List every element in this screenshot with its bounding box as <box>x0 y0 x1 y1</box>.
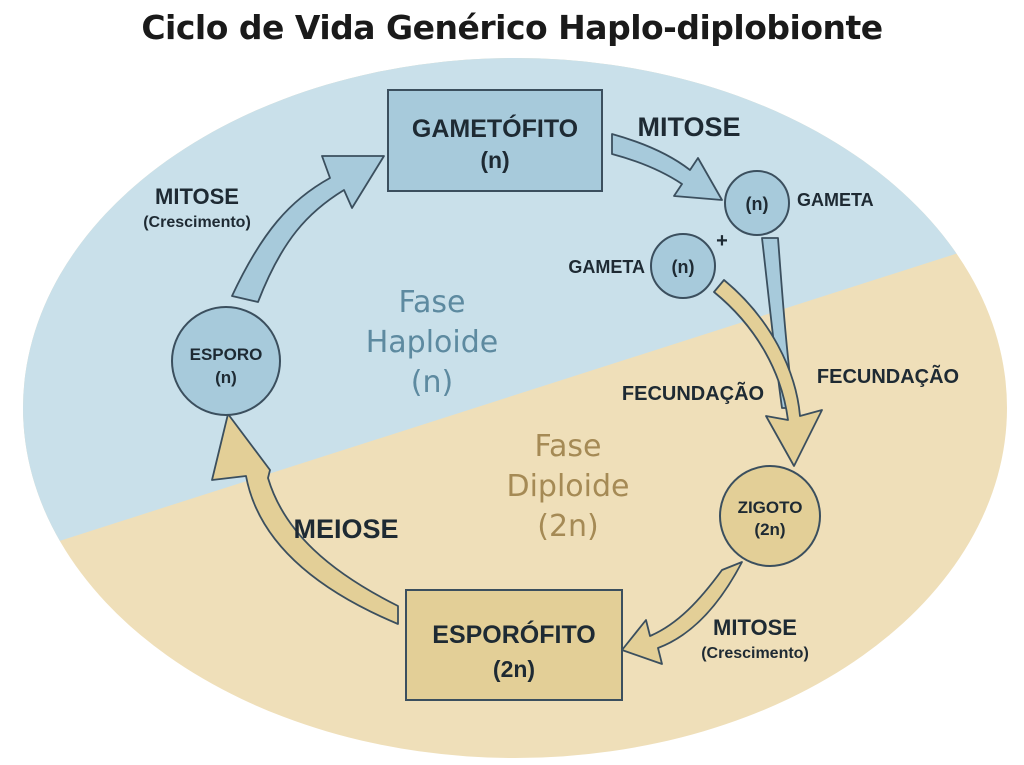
gameta-2-label: GAMETA <box>568 257 645 277</box>
zigoto-ploidy: (2n) <box>754 520 785 539</box>
svg-text:(n): (n) <box>411 365 453 400</box>
esporo-label: ESPORO <box>190 345 263 364</box>
haploid-region <box>23 58 1007 560</box>
arrow-esporo-to-gametofito <box>231 155 385 303</box>
fecundacao-label-1: FECUNDAÇÃO <box>622 382 764 405</box>
mitose-zigoto-label: MITOSE <box>713 615 797 640</box>
gametofito-label: GAMETÓFITO <box>412 113 578 143</box>
gameta-node-1: (n) GAMETA <box>724 170 874 236</box>
gameta-node-2: (n) GAMETA <box>568 233 716 299</box>
esporofito-label: ESPORÓFITO <box>432 619 595 649</box>
fecundacao-label-2: FECUNDAÇÃO <box>817 365 959 388</box>
haploid-phase-label: Fase Haploide (n) <box>366 285 499 400</box>
esporo-node: ESPORO (n) <box>171 306 281 416</box>
svg-text:Fase: Fase <box>535 429 602 464</box>
esporofito-ploidy: (2n) <box>493 656 535 682</box>
svg-text:Diploide: Diploide <box>506 469 629 504</box>
zigoto-label: ZIGOTO <box>738 498 803 517</box>
arrow-esporofito-to-esporo <box>211 413 399 625</box>
gametofito-ploidy: (n) <box>480 147 509 173</box>
arrow-gametofito-to-gameta <box>611 133 723 201</box>
plus-sign: + <box>716 230 728 252</box>
gameta-1-ploidy: (n) <box>746 194 769 214</box>
svg-text:Fase: Fase <box>399 285 466 320</box>
gameta-1-label: GAMETA <box>797 190 874 210</box>
diagram-title: Ciclo de Vida Genérico Haplo-diplobionte <box>141 8 883 47</box>
gameta-2-ploidy: (n) <box>672 257 695 277</box>
diploid-phase-label: Fase Diploide (2n) <box>506 429 629 544</box>
svg-text:Haploide: Haploide <box>366 325 499 360</box>
svg-text:(2n): (2n) <box>537 509 599 544</box>
esporofito-node: ESPORÓFITO (2n) <box>405 589 623 701</box>
gametofito-node: GAMETÓFITO (n) <box>387 89 603 192</box>
mitose-gametofito-label: MITOSE <box>637 112 740 142</box>
esporo-ploidy: (n) <box>215 368 237 387</box>
arrow-fecundacao-to-zigoto <box>713 279 823 467</box>
mitose-esporo-sub: (Crescimento) <box>143 214 251 231</box>
mitose-zigoto-sub: (Crescimento) <box>701 645 809 662</box>
mitose-esporo-label: MITOSE <box>155 184 239 209</box>
zigoto-node: ZIGOTO (2n) <box>719 465 821 567</box>
meiose-label: MEIOSE <box>293 514 398 544</box>
